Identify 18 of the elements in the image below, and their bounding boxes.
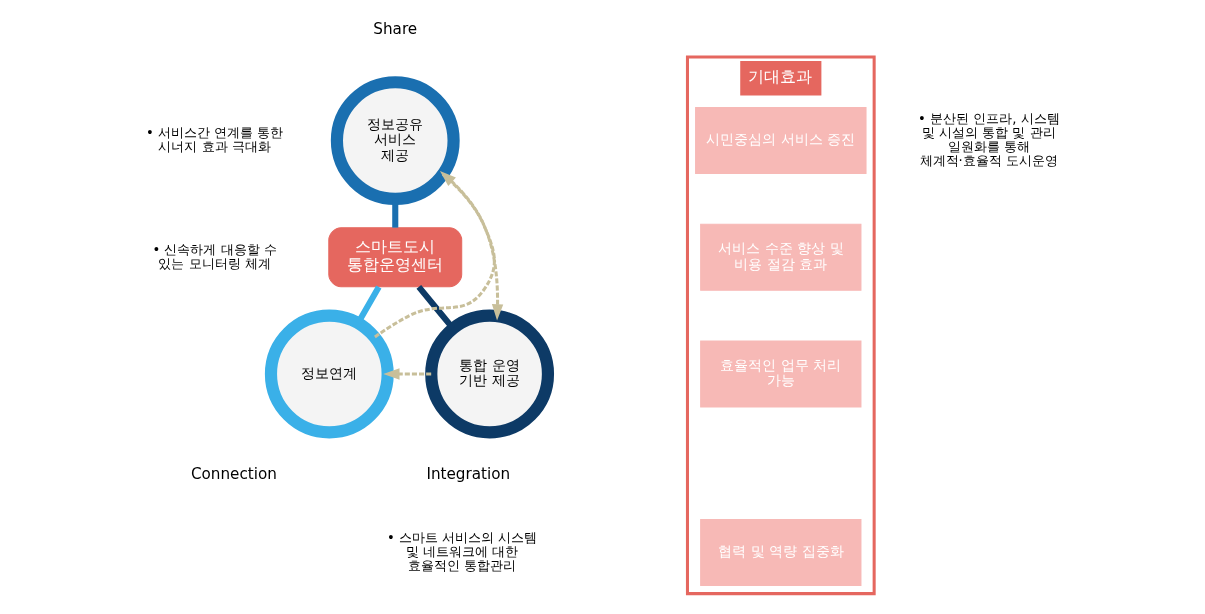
label: • 분산된 인프라, 시스템 및 시설의 통합 및 관리 일원화를 통해 체계적·효율적 도시운영 — [917, 110, 1060, 169]
node-circle: 정보공유 서비스 제공 — [330, 76, 460, 206]
node-label: Integration — [425, 465, 510, 484]
label: • 신속하게 대응할 수 있는 모니터링 체계 — [151, 241, 277, 271]
node-box: 협력 및 역량 집중화 — [699, 519, 861, 586]
arrow — [382, 368, 431, 380]
node-box: 효율적인 업무 처리 가능 — [699, 340, 861, 408]
node-circle: 통합 운영 기반 제공 — [424, 309, 554, 439]
arrow — [373, 171, 496, 339]
node-box: 서비스 수준 향상 및 비용 절감 효과 — [699, 223, 861, 291]
arrow — [441, 173, 503, 321]
node-box: 스마트도시 통합운영센터 — [327, 227, 462, 288]
node-label: Connection — [190, 465, 277, 484]
node-box: 시민중심의 서비스 증진 — [694, 107, 867, 175]
label: • 스마트 서비스의 시스템 및 네트워크에 대한 효율적인 통합관리 — [386, 529, 537, 574]
label: • 서비스간 연계를 통한 시너지 효과 극대화 — [145, 124, 283, 155]
node-label: Share — [372, 20, 417, 39]
node-circle: 정보연계 — [264, 309, 394, 439]
